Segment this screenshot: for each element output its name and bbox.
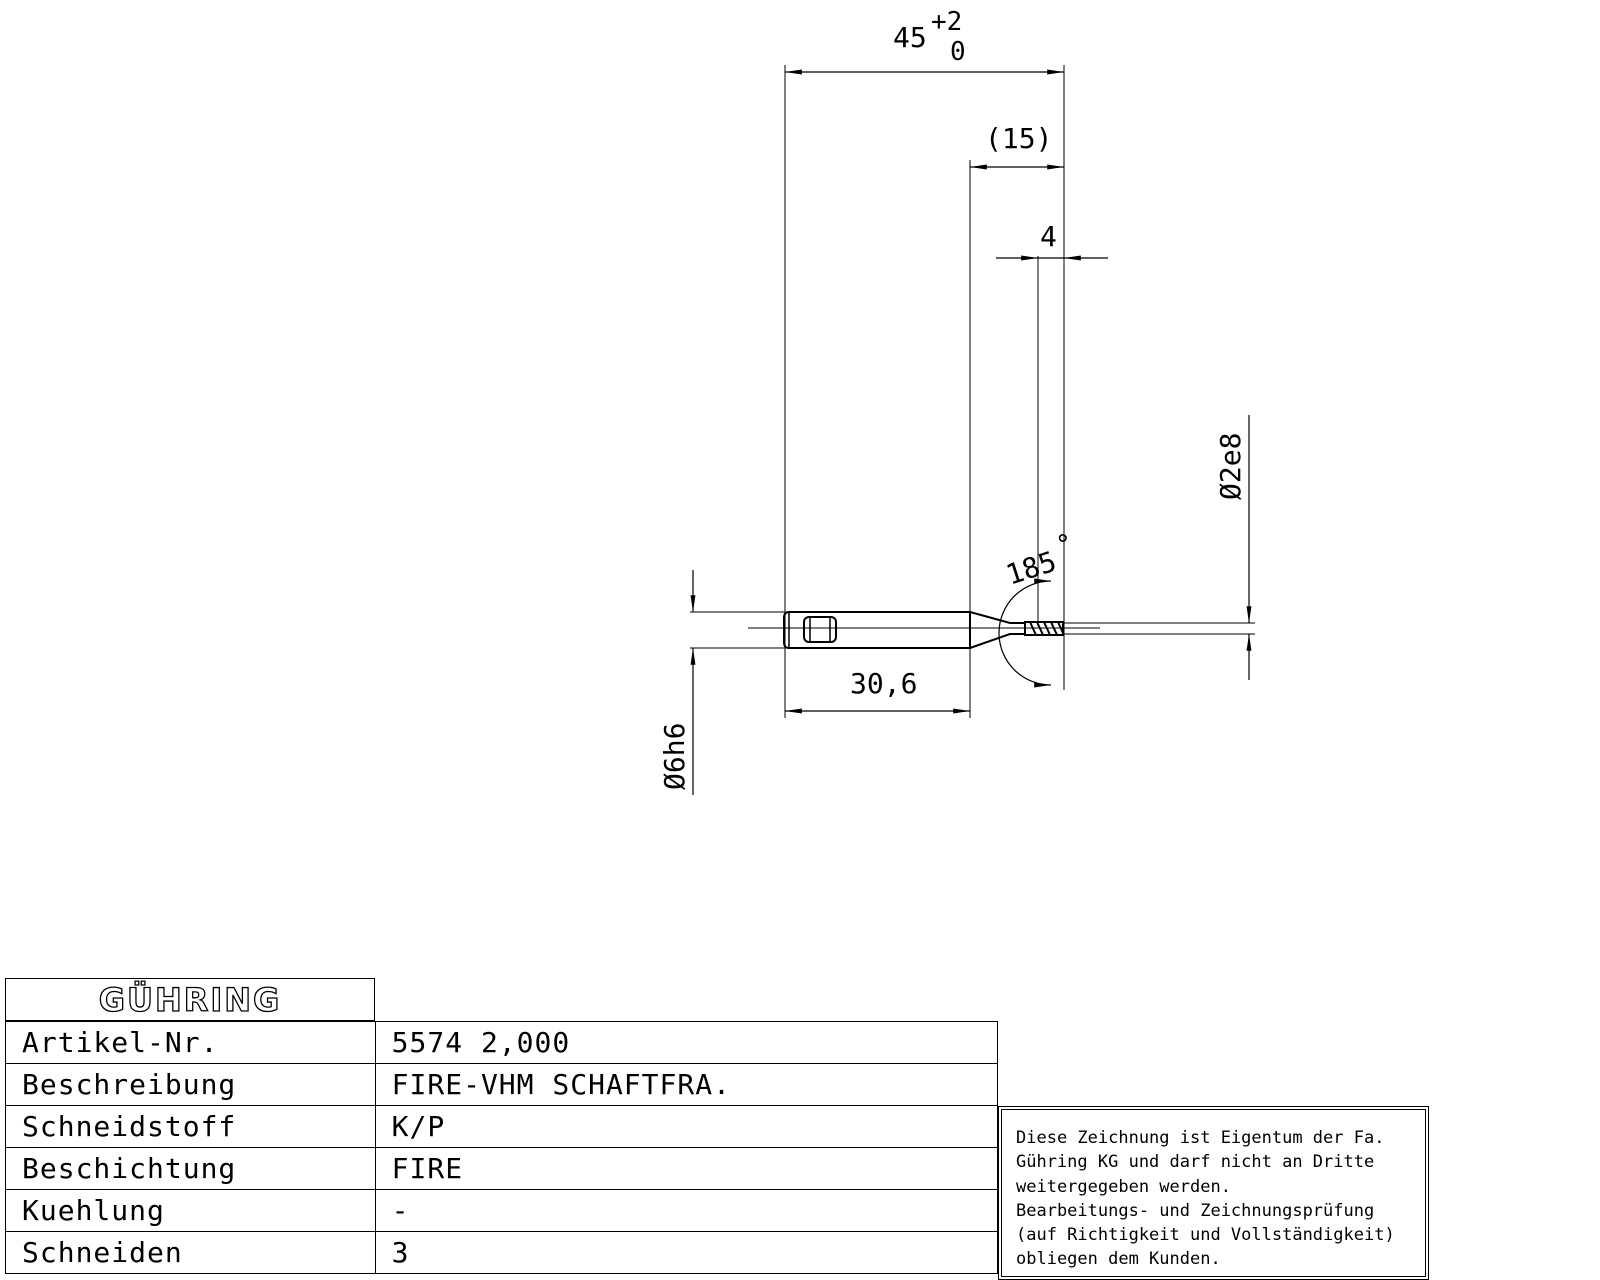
table-row: Beschichtung FIRE [5, 1147, 999, 1190]
row-value: FIRE [374, 1147, 999, 1190]
row-value: K/P [374, 1105, 999, 1148]
dim-cutting-diameter: Ø2e8 [1214, 433, 1247, 500]
notice-line: weitergegeben werden. [1016, 1176, 1231, 1197]
logo-cell: GÜHRING [5, 978, 375, 1021]
dim-arc-point-angle [998, 578, 1052, 688]
table-row: Artikel-Nr. 5574 2,000 [5, 1021, 999, 1064]
notice-line: Diese Zeichnung ist Eigentum der Fa. [1016, 1128, 1385, 1148]
table-row: Beschreibung FIRE-VHM SCHAFTFRA. [5, 1063, 999, 1106]
row-label: Kuehlung [5, 1189, 376, 1232]
row-label: Artikel-Nr. [5, 1021, 376, 1064]
dim-neck-length: (15) [985, 122, 1052, 155]
row-label: Schneidstoff [5, 1105, 376, 1148]
notice-line: (auf Richtigkeit und Vollständigkeit) [1016, 1225, 1395, 1246]
cutting-edge [1024, 621, 1064, 636]
dim-point-angle: 185 [1002, 545, 1060, 592]
row-value: - [374, 1189, 999, 1232]
tool-neck [969, 611, 1025, 649]
row-value: 3 [374, 1231, 999, 1274]
extension-lines [690, 65, 1255, 718]
notice-inner-frame: Diese Zeichnung ist Eigentum der Fa. Güh… [1001, 1109, 1426, 1277]
table-row: Kuehlung - [5, 1189, 999, 1232]
dim-total-length: 45 [893, 21, 927, 54]
dim-total-length-tol-lower: 0 [950, 37, 966, 67]
notice-line: Bearbeitungs- und Zeichnungsprüfung [1016, 1200, 1375, 1221]
title-block: GÜHRING Artikel-Nr. 5574 2,000 Beschreib… [5, 978, 999, 1280]
dimension-texts: 45 +2 0 (15) 4 30,6 185 ° Ø2e8 Ø6h6 [658, 7, 1247, 790]
end-mill-tool [748, 611, 1100, 649]
dim-point-angle-unit: ° [1055, 530, 1071, 560]
shank-flat [803, 616, 837, 643]
row-label: Beschreibung [5, 1063, 376, 1106]
row-label: Schneiden [5, 1231, 376, 1274]
table-row: Schneidstoff K/P [5, 1105, 999, 1148]
dim-shank-length: 30,6 [850, 667, 917, 700]
dim-total-length-tol-upper: +2 [931, 7, 962, 37]
row-label: Beschichtung [5, 1147, 376, 1190]
ownership-notice: Diese Zeichnung ist Eigentum der Fa. Güh… [998, 1106, 1429, 1280]
notice-line: obliegen dem Kunden. [1016, 1249, 1221, 1270]
notice-line: Gühring KG und darf nicht an Dritte [1016, 1152, 1375, 1173]
table-row: Schneiden 3 [5, 1231, 999, 1274]
dim-cutting-length: 4 [1040, 220, 1057, 253]
title-block-table: Artikel-Nr. 5574 2,000 Beschreibung FIRE… [5, 1021, 999, 1274]
row-value: 5574 2,000 [374, 1021, 999, 1064]
row-value: FIRE-VHM SCHAFTFRA. [374, 1063, 999, 1106]
dim-shank-diameter: Ø6h6 [658, 723, 691, 790]
company-logo: GÜHRING [98, 980, 282, 1019]
dimension-lines [690, 69, 1252, 795]
